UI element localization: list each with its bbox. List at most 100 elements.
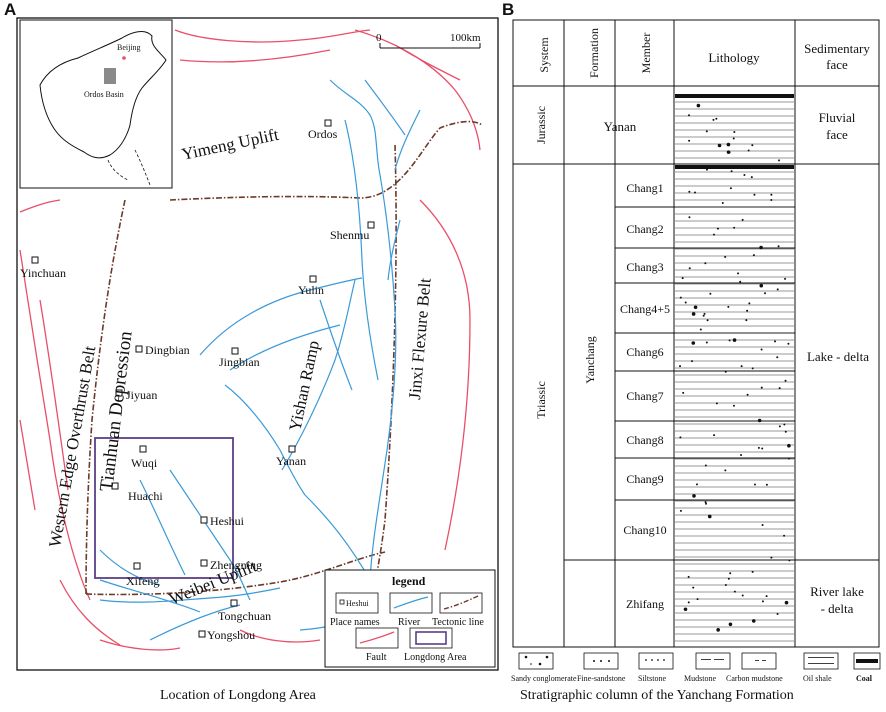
formation-yanchang: Yanchang — [583, 336, 597, 383]
legend-title: legend — [392, 574, 426, 588]
place-xifeng: Xifeng — [126, 574, 159, 588]
lithology-dot — [778, 387, 781, 390]
lithology-dot — [724, 256, 727, 259]
header-lithology: Lithology — [708, 50, 760, 65]
member-chang8: Chang8 — [626, 433, 663, 447]
panel-b-letter: B — [502, 0, 515, 19]
member-chang6: Chang6 — [626, 345, 663, 359]
lithology-dot — [683, 607, 688, 612]
place-zhengning: Zhengning — [210, 558, 262, 572]
rock-sandy-conglomerate: Sandy conglomerate — [511, 674, 577, 683]
lithology-dot — [732, 404, 735, 407]
lithology-dot — [688, 267, 691, 270]
place-tongchuan: Tongchuan — [218, 609, 271, 623]
place-yongshou: Yongshou — [207, 628, 255, 642]
lithology-dot — [730, 170, 733, 173]
lithology-dot — [688, 190, 691, 193]
lithology-dot — [761, 523, 764, 526]
lithology-dot — [740, 365, 743, 368]
lithology-dot — [737, 272, 740, 275]
region-yimeng-uplift: Yimeng Uplift — [180, 125, 281, 164]
lithology-dot — [679, 296, 682, 299]
lithology-dot — [783, 534, 786, 537]
rock-mudstone: Mudstone — [684, 674, 716, 683]
lithology-dot — [703, 312, 706, 315]
lithology-dot — [760, 386, 763, 389]
lithology-dot — [777, 245, 780, 248]
lithology-dot — [688, 139, 691, 142]
lithology-dot — [704, 501, 707, 504]
lithology-dot — [787, 457, 790, 460]
place-jiyuan: Jiyuan — [126, 388, 157, 402]
region-jinxi-flexure-belt: Jinxi Flexure Belt — [405, 277, 435, 400]
lithology-dot — [741, 218, 744, 221]
lithology-dot — [783, 423, 786, 426]
lithology-dot — [740, 453, 743, 456]
lithology-dot — [721, 201, 724, 204]
place-markers — [31, 119, 375, 638]
lithology-dot — [715, 402, 718, 405]
member-chang2: Chang2 — [626, 222, 663, 236]
lithology-dot — [713, 434, 716, 437]
lithology-dot — [699, 328, 702, 331]
lithology-dot — [684, 301, 687, 304]
tectonic-lines — [85, 120, 483, 596]
panel-a-caption: Location of Longdong Area — [160, 688, 316, 703]
rock-siltstone: Siltstone — [638, 674, 666, 683]
lithology-dot — [761, 447, 764, 450]
lithology-dot — [774, 340, 777, 343]
lithology-dot — [753, 483, 756, 486]
lithology-dot — [733, 226, 736, 229]
place-heshui: Heshui — [210, 514, 245, 528]
legend-tectonic-line: Tectonic line — [432, 617, 484, 628]
lithology-dot — [727, 577, 730, 580]
inset-beijing-label: Beijing — [117, 43, 141, 52]
place-jingbian: Jingbian — [219, 355, 260, 369]
longdong-area-box — [94, 437, 234, 579]
formation-yanan: Yanan — [604, 119, 637, 134]
lithology-dot — [712, 118, 715, 121]
place-shenmu: Shenmu — [330, 228, 369, 242]
lithology-dot — [695, 483, 698, 486]
member-zhifang: Zhifang — [626, 597, 664, 611]
system-triassic: Triassic — [534, 381, 548, 419]
lithology-dot — [757, 446, 760, 449]
lithology-dot — [751, 619, 756, 623]
lithology-dot — [728, 339, 731, 342]
lithology-dot — [759, 245, 763, 250]
legend-place-names: Place names — [330, 617, 380, 628]
lithology-dot — [687, 114, 690, 117]
lithology-dot — [743, 173, 746, 176]
lithology-dot — [704, 262, 707, 265]
region-yishan-ramp: Yishan Ramp — [285, 339, 323, 433]
lithology-dot — [778, 159, 781, 162]
lithology-dot — [732, 338, 737, 342]
lithology-dot — [726, 150, 731, 154]
lithology-dot — [760, 348, 763, 351]
lithology-dot — [705, 341, 708, 344]
lithology-dot — [704, 464, 707, 467]
lithology-dot — [765, 595, 768, 598]
inset-china-map — [19, 19, 173, 189]
lithology-dot — [746, 309, 749, 312]
header-system: System — [537, 37, 551, 73]
member-chang10: Chang10 — [623, 523, 666, 537]
lithology-dot — [688, 216, 691, 219]
lithology-dot — [696, 598, 699, 601]
lithology-dot — [694, 191, 697, 194]
lithology-dot — [745, 319, 748, 322]
place-wuqi: Wuqi — [131, 456, 158, 470]
lithology-dot — [727, 305, 730, 308]
scale-100km: 100km — [450, 32, 481, 44]
lithology-dot — [726, 142, 731, 147]
member-chang3: Chang3 — [626, 260, 663, 274]
lithology-dot — [692, 586, 695, 589]
lithology-dot — [692, 494, 696, 498]
lithology-dot — [696, 103, 701, 108]
lithology-dot — [732, 137, 735, 140]
lithology-dot — [724, 584, 727, 587]
place-yinchuan: Yinchuan — [20, 266, 66, 280]
scale-bar — [379, 43, 481, 49]
lithology-dot — [752, 254, 755, 257]
